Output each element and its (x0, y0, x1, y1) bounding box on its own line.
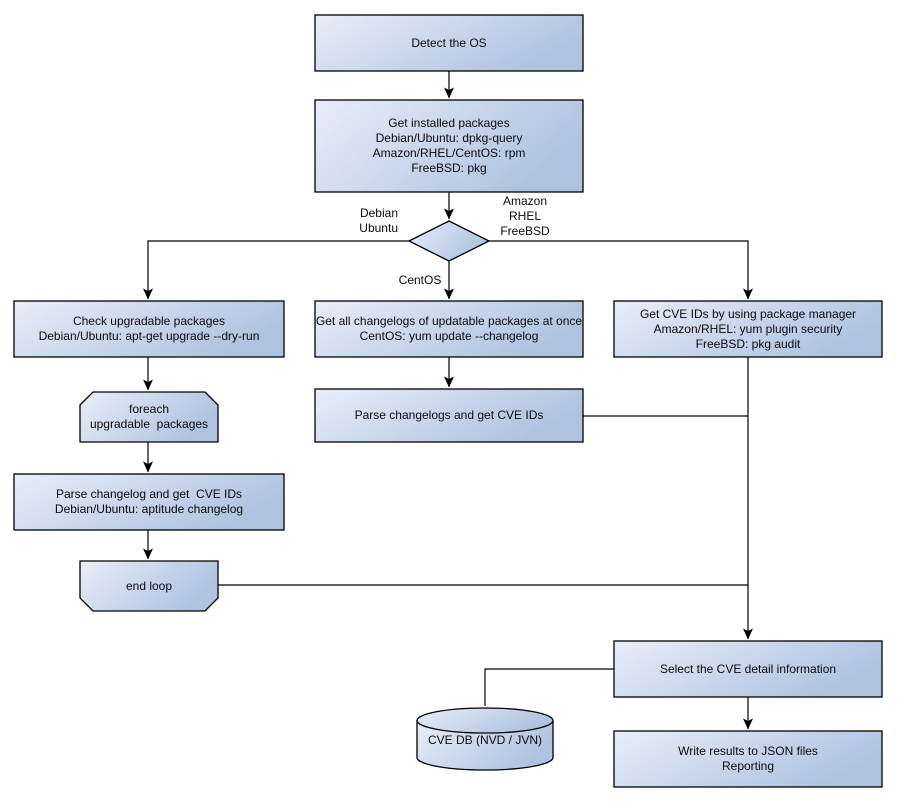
node-foreach-loop (79, 391, 219, 443)
node-end-loop (79, 560, 219, 612)
node-get-installed-packages (314, 99, 584, 193)
node-os-decision-diamond (407, 220, 491, 262)
node-cve-db-cylinder-body (416, 720, 554, 771)
node-parse-changelogs (314, 388, 584, 443)
node-select-cve-detail (613, 640, 883, 698)
node-get-all-changelogs (314, 300, 584, 358)
connector-branch-amazon-rhel-freebsd (488, 240, 753, 300)
node-get-cve-ids-pkg-mgr (613, 300, 883, 358)
connector-select-to-cvedb (484, 668, 614, 706)
node-cve-db-cylinder-top (416, 707, 554, 734)
node-check-upgradable (13, 300, 285, 358)
node-parse-changelog-deb (13, 473, 285, 531)
connector-branch-debian-ubuntu (143, 240, 409, 300)
node-detect-os (314, 14, 584, 72)
node-write-results (613, 730, 883, 788)
